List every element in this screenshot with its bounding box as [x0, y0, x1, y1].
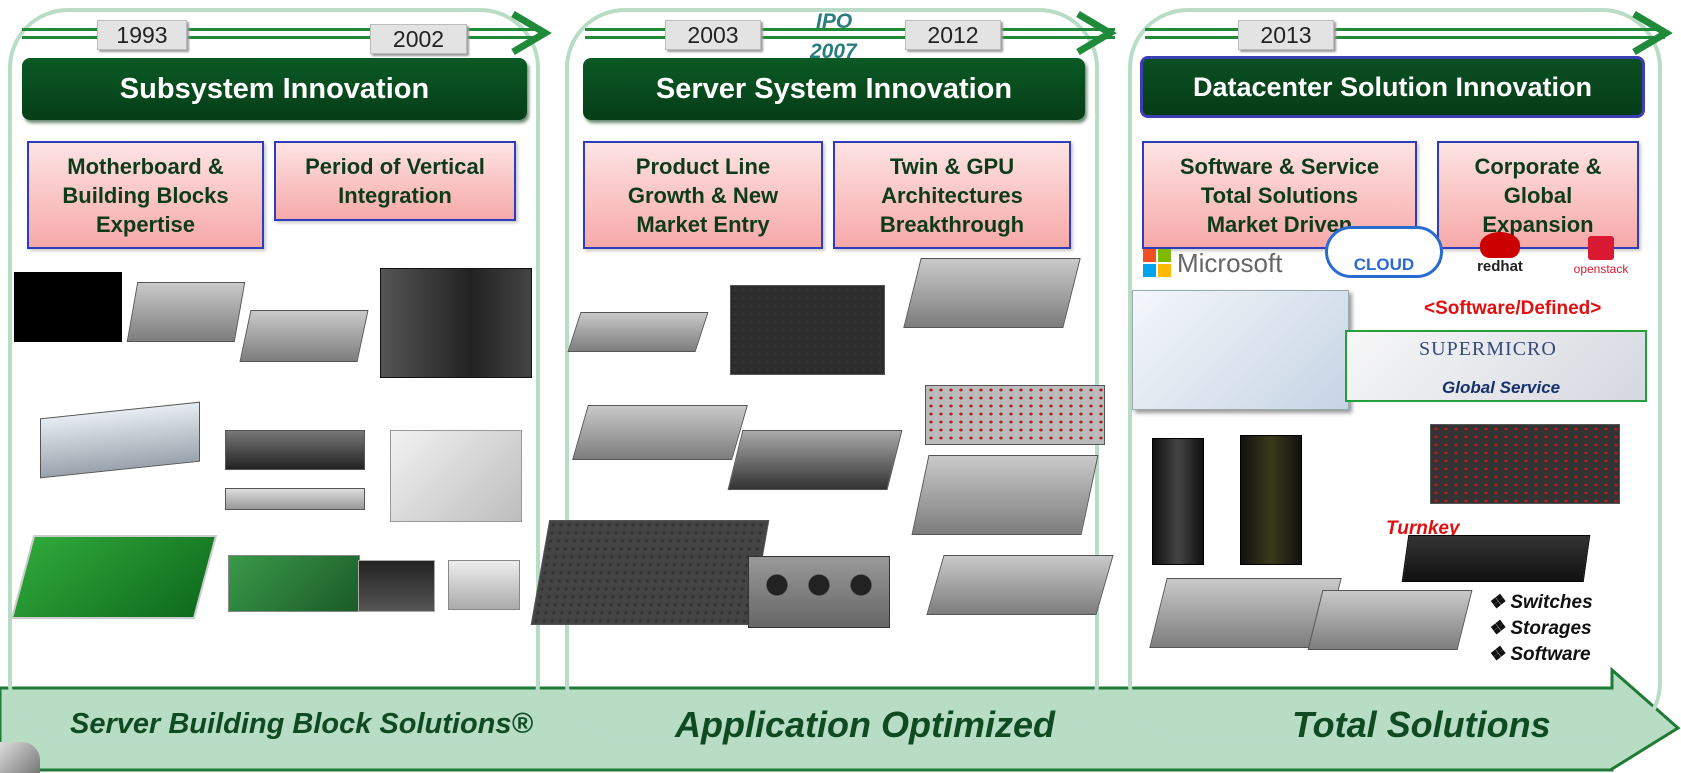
bottom-label-3: Total Solutions [1292, 704, 1551, 745]
bullet-item-software: ❖ Software [1488, 644, 1591, 665]
diamond-bullet-icon: ❖ [1488, 592, 1511, 613]
4u-server-image [530, 520, 770, 625]
motherboard-image [228, 555, 360, 612]
chip-image [14, 272, 122, 342]
twin-node-image [911, 455, 1099, 535]
redhat-logo-text: redhat [1477, 258, 1523, 275]
ipo-year: 2007 [810, 40, 857, 63]
1u-server-image [567, 312, 709, 352]
ipo-label: IPO [816, 10, 853, 33]
microsoft-logo: Microsoft [1143, 248, 1303, 278]
tower-image [380, 268, 532, 378]
jbod-storage-image [1430, 424, 1620, 504]
redhat-logo: redhat [1468, 232, 1532, 282]
power-supply-image [390, 430, 522, 522]
year-2013: 2013 [1238, 20, 1334, 50]
2u-server-image [572, 405, 748, 460]
phase-3-title: Datacenter Solution Innovation [1140, 56, 1645, 118]
openstack-logo-text: openstack [1573, 262, 1629, 276]
phase-2-box-1: Product Line Growth & New Market Entry [583, 141, 823, 249]
diamond-bullet-icon: ❖ [1488, 644, 1511, 665]
cloud-logo: CLOUD [1325, 226, 1443, 278]
bullet-item-switches: ❖ Switches [1488, 592, 1593, 613]
corner-logo-fragment [0, 742, 40, 773]
psu-module-image [448, 560, 520, 610]
arrow-head-icon [1632, 10, 1673, 56]
phase-1-box-2: Period of Vertical Integration [274, 141, 516, 221]
chassis-image [239, 310, 369, 362]
solution-bullets: ❖ Switches ❖ Storages ❖ Software [1488, 590, 1593, 668]
cloud-logo-text: CLOUD [1353, 255, 1415, 274]
openstack-icon [1588, 236, 1614, 260]
backplane-image [358, 560, 435, 612]
bottom-label-1: Server Building Block Solutions® [70, 708, 533, 740]
gpu-server-image [727, 430, 903, 490]
bullet-item-storages: ❖ Storages [1488, 618, 1592, 639]
turnkey-label: Turnkey [1386, 518, 1460, 536]
blade-system-image [730, 285, 885, 375]
rack-rear-image [1240, 435, 1302, 565]
phase-frame-2 [565, 8, 1099, 743]
diamond-bullet-icon: ❖ [1488, 618, 1511, 639]
year-2002: 2002 [370, 24, 467, 54]
arrow-head-icon [511, 10, 552, 56]
global-service-label: Global Service [1442, 378, 1561, 397]
storage-server-image [925, 385, 1105, 445]
global-service-panel: SUPERMICRO Global Service [1345, 330, 1647, 402]
microsoft-logo-text: Microsoft [1177, 247, 1283, 278]
phase-1-title: Subsystem Innovation [22, 58, 527, 120]
year-1993: 1993 [97, 20, 187, 50]
redhat-hat-icon [1480, 232, 1520, 258]
supermicro-logo: SUPERMICRO [1419, 338, 1557, 360]
software-screenshot-image [1132, 290, 1349, 410]
phase-frame-1 [8, 8, 540, 743]
motherboard-image [10, 535, 218, 619]
software-defined-label: <Software/Defined> [1424, 298, 1602, 319]
year-2003: 2003 [665, 20, 761, 50]
arrow-head-icon [1076, 10, 1117, 56]
1u-server-image [926, 555, 1114, 615]
storage-server-image [1307, 590, 1473, 650]
openstack-logo: openstack [1566, 236, 1636, 282]
phase-1-box-1: Motherboard & Building Blocks Expertise [27, 141, 264, 249]
twin-server-image [903, 258, 1081, 328]
phase-frame-3 [1128, 8, 1662, 743]
network-switch-image [1401, 535, 1591, 582]
phase-3-box-2: Corporate & Global Expansion [1437, 141, 1639, 249]
rack-front-image [1152, 438, 1204, 565]
phase-2-title: Server System Innovation [583, 58, 1085, 120]
chassis-image [126, 282, 246, 342]
rack-server-image [225, 488, 365, 510]
fan-array-image [748, 556, 890, 628]
bottom-label-2: Application Optimized [675, 704, 1056, 745]
rack-server-image [225, 430, 365, 470]
phase-2-box-2: Twin & GPU Architectures Breakthrough [833, 141, 1071, 249]
year-2012: 2012 [905, 20, 1001, 50]
